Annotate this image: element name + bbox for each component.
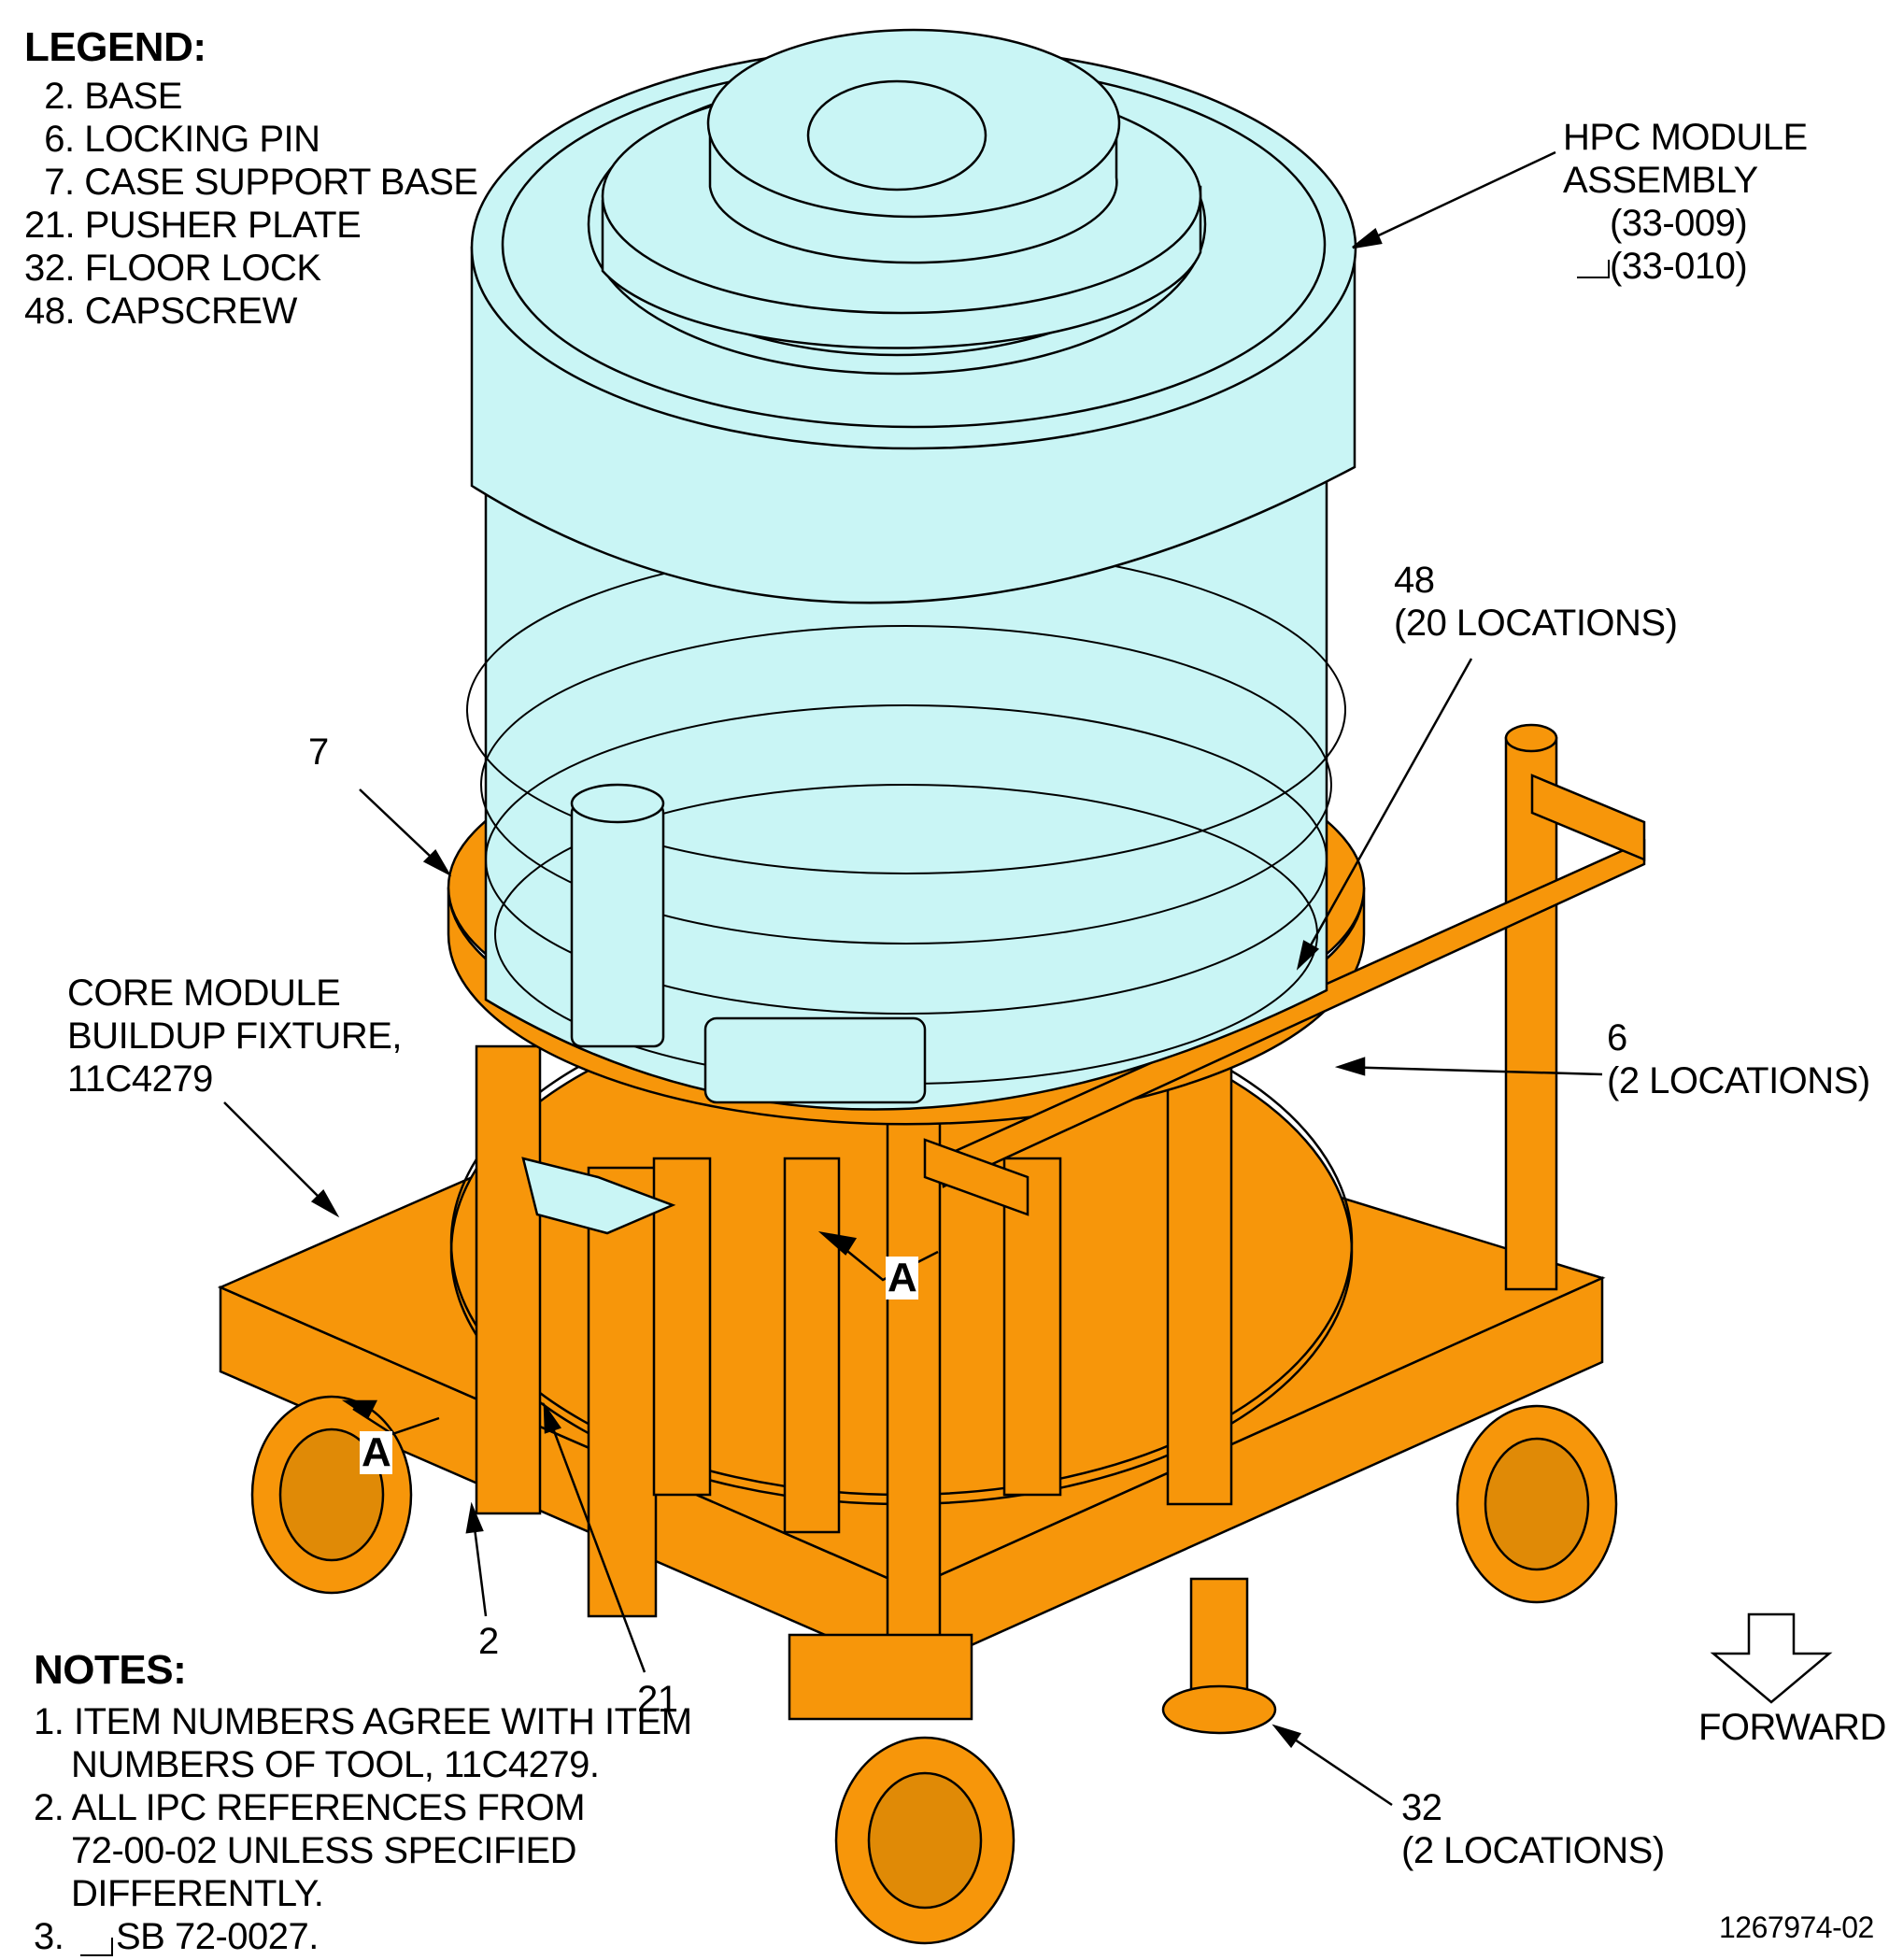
legend-heading: LEGEND:	[24, 24, 206, 70]
note-2-line3: DIFFERENTLY.	[71, 1873, 324, 1914]
upright-post	[1504, 736, 1558, 1291]
note-1-line1: 1. ITEM NUMBERS AGREE WITH ITEM	[34, 1701, 692, 1742]
note-3-text: SB 72-0027.	[116, 1916, 319, 1957]
callout-7: 7	[308, 731, 329, 773]
callout-32: 32	[1401, 1787, 1442, 1828]
side-cylinder	[570, 802, 665, 1048]
callout-hpc-line2: ASSEMBLY	[1563, 160, 1758, 201]
callout-2: 2	[478, 1621, 499, 1662]
arm	[923, 1138, 1030, 1216]
hpc-module	[466, 28, 1357, 1235]
section-a-marker: A	[886, 1255, 919, 1300]
legend-item: 21. PUSHER PLATE	[24, 205, 362, 246]
legend-item: 7. CASE SUPPORT BASE	[24, 162, 478, 203]
note-2-line2: 72-00-02 UNLESS SPECIFIED	[71, 1830, 577, 1871]
callout-core-line3: 11C4279	[67, 1058, 213, 1100]
column	[1002, 1157, 1062, 1497]
column	[1166, 1026, 1233, 1506]
note-1-line2: NUMBERS OF TOOL, 11C4279.	[71, 1744, 600, 1785]
callout-6-locations: (2 LOCATIONS)	[1607, 1060, 1870, 1101]
callout-hpc-line1: HPC MODULE	[1563, 117, 1808, 158]
floor-lock	[1189, 1577, 1249, 1702]
legend-item: 6. LOCKING PIN	[24, 119, 320, 160]
callout-core-line1: CORE MODULE	[67, 973, 341, 1014]
section-a-marker: A	[360, 1429, 393, 1475]
forward-label: FORWARD	[1698, 1707, 1886, 1748]
leader-lines	[80, 150, 1833, 1956]
column	[783, 1157, 841, 1534]
legend-item: 48. CAPSCREW	[24, 291, 297, 332]
legend-item: 2. BASE	[24, 76, 182, 117]
arm	[1530, 774, 1646, 861]
column	[475, 1044, 542, 1515]
pusher-plate	[521, 1157, 676, 1235]
upright-post	[886, 1091, 942, 1655]
callout-core-line2: BUILDUP FIXTURE,	[67, 1016, 403, 1057]
callout-21: 21	[637, 1679, 678, 1720]
column	[587, 1166, 658, 1618]
figure-number: 1267974-02	[1719, 1910, 1874, 1944]
callout-48-locations: (20 LOCATIONS)	[1394, 603, 1678, 644]
callout-6: 6	[1607, 1017, 1627, 1058]
column	[652, 1157, 712, 1497]
note-3-number: 3.	[34, 1916, 64, 1957]
module-bore	[806, 79, 987, 192]
forward-arrow	[1710, 1612, 1833, 1704]
notes-heading: NOTES:	[34, 1647, 187, 1693]
callout-hpc-line4: (33-010)	[1610, 246, 1748, 287]
note-2-line1: 2. ALL IPC REFERENCES FROM	[34, 1787, 586, 1828]
module-lower-body	[484, 465, 1328, 1111]
callout-48: 48	[1394, 560, 1435, 601]
callout-32-locations: (2 LOCATIONS)	[1401, 1830, 1665, 1871]
callout-hpc-line3: (33-009)	[1610, 203, 1748, 244]
legend-item: 32. FLOOR LOCK	[24, 248, 321, 289]
